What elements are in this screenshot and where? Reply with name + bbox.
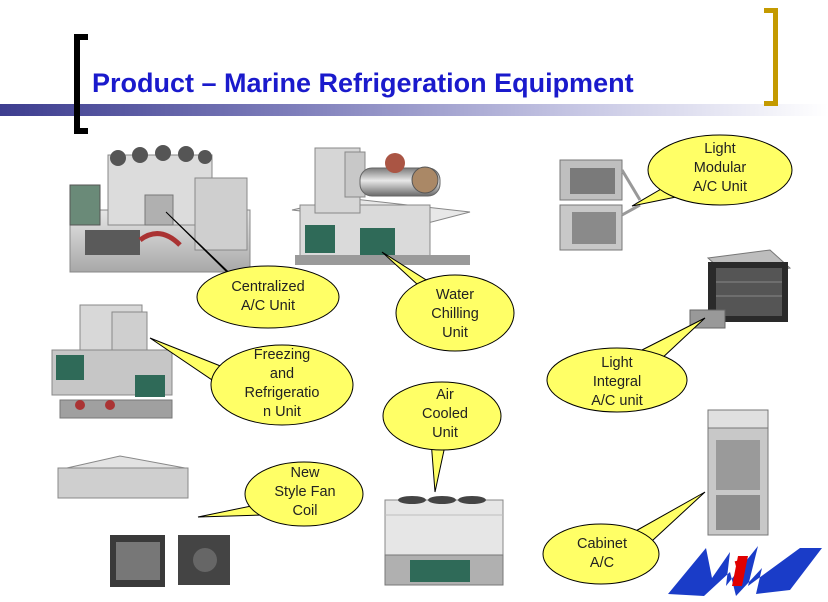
callout-line: Cooled — [422, 406, 468, 422]
cabinet-ac-image — [707, 409, 769, 536]
callout-line: Water — [435, 287, 475, 303]
air-cooled-unit-image — [384, 496, 504, 586]
callout-line: Style Fan — [274, 484, 336, 500]
callout-line: Air — [436, 387, 454, 403]
callout-line: New — [290, 465, 320, 481]
callout-air-cooled-text: Air Cooled Unit — [395, 386, 495, 443]
callout-cabinet-text: Cabinet A/C — [552, 535, 652, 573]
callout-centralized-text: Centralized A/C Unit — [205, 278, 331, 316]
callout-light-integral-text: Light Integral A/C unit — [562, 354, 672, 411]
callout-light-modular — [631, 134, 793, 207]
callout-line: Cabinet — [577, 536, 627, 552]
callout-line: A/C Unit — [241, 298, 295, 314]
callout-line: Chilling — [431, 306, 479, 322]
header-band — [0, 104, 828, 116]
left-bracket — [74, 34, 88, 134]
callout-cabinet — [542, 491, 706, 585]
callout-line: Refrigeratio — [244, 385, 320, 401]
callout-water — [381, 251, 515, 352]
callout-fan-coil-text: New Style Fan Coil — [255, 464, 355, 521]
light-modular-ac-unit-image — [559, 159, 642, 251]
callout-water-text: Water Chilling Unit — [405, 286, 505, 343]
callout-line: Centralized — [231, 279, 305, 295]
callout-line: Integral — [592, 374, 642, 390]
callout-line: Coil — [292, 503, 318, 519]
callout-freezing-text: Freezing and Refrigeratio n Unit — [226, 346, 338, 422]
callout-line: A/C Unit — [693, 179, 747, 195]
callout-centralized — [165, 211, 340, 329]
light-integral-ac-unit-image — [689, 249, 792, 329]
callout-line: Freezing — [253, 347, 311, 363]
callout-freezing — [149, 337, 354, 426]
miw-logo — [668, 546, 822, 596]
callout-line: Light — [704, 141, 736, 157]
callout-line: and — [269, 366, 295, 382]
callout-line: A/C unit — [591, 393, 643, 409]
freezing-refrigeration-unit-image — [51, 304, 173, 419]
callout-line: Modular — [693, 160, 747, 176]
right-bracket — [764, 8, 778, 106]
callout-line: Light — [601, 355, 633, 371]
callout-line: Unit — [432, 425, 458, 441]
centralized-ac-unit-image — [69, 145, 251, 273]
slide-title: Product – Marine Refrigeration Equipment — [92, 68, 634, 98]
callout-line: n Unit — [263, 404, 301, 420]
callout-line: A/C — [589, 555, 615, 571]
callout-fan-coil — [197, 461, 364, 527]
water-chilling-unit-image — [291, 147, 471, 265]
callout-light-modular-text: Light Modular A/C Unit — [665, 140, 775, 197]
new-style-fan-coil-image — [57, 455, 230, 587]
callout-air-cooled — [382, 381, 502, 493]
callout-light-integral — [546, 317, 706, 413]
callout-line: Unit — [442, 325, 468, 341]
